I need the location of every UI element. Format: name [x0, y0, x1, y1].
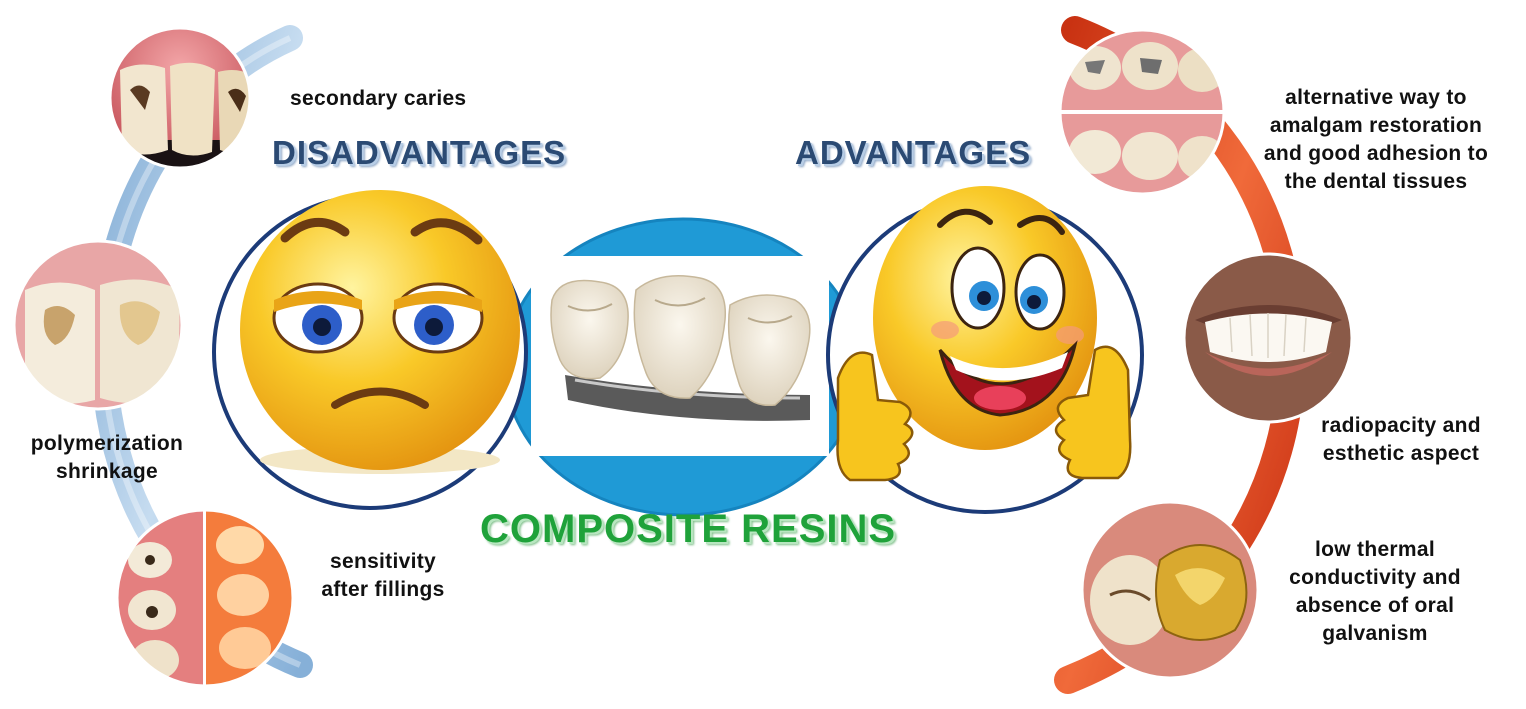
label-secondary-caries: secondary caries: [290, 87, 467, 110]
dental-bridge-photo: [531, 256, 829, 456]
composite-resins-title: COMPOSITE RESINS: [480, 507, 897, 551]
happy-thumbs-up-face-icon: [836, 186, 1132, 482]
sad-face-icon: [240, 190, 520, 474]
photo-amalgam-vs-composite: [1060, 30, 1224, 194]
label-polymerization-shrinkage: polymerization shrinkage: [30, 432, 184, 483]
photo-secondary-caries: [110, 28, 250, 168]
label-alternative-to-amalgam: alternative way to amalgam restoration a…: [1263, 86, 1489, 193]
advantages-title: ADVANTAGES: [795, 134, 1032, 171]
photo-polymerization-shrinkage: [14, 241, 182, 409]
disadvantages-title: DISADVANTAGES: [272, 134, 567, 171]
label-low-thermal-conductivity: low thermal conductivity and absence of …: [1289, 538, 1461, 645]
label-radiopacity-esthetic: radiopacity and esthetic aspect: [1321, 414, 1481, 465]
label-sensitivity-after-fillings: sensitivity after fillings: [321, 550, 445, 601]
photo-esthetic-smile: [1184, 254, 1352, 422]
photo-gold-restoration: [1082, 502, 1258, 678]
